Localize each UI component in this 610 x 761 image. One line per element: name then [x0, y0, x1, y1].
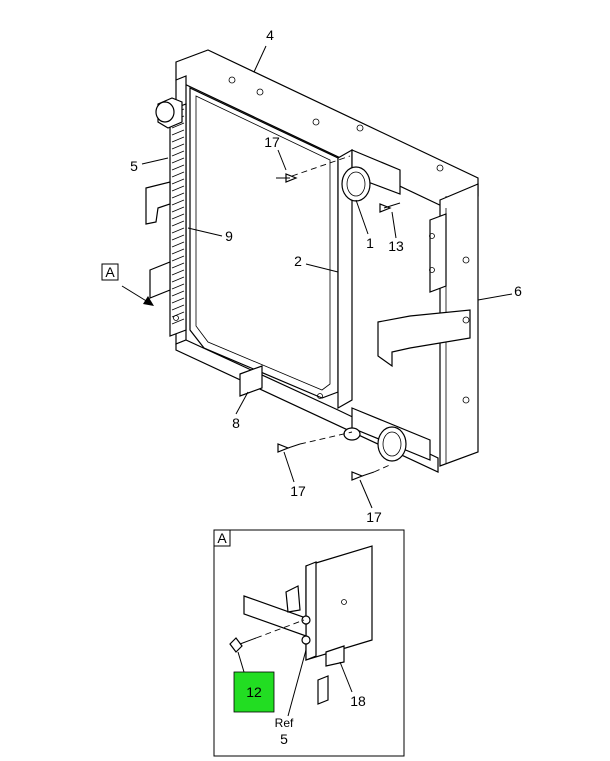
lower-hose-outlet	[343, 407, 431, 462]
ref-label: Ref	[275, 716, 294, 730]
left-lower-bracket	[149, 261, 171, 299]
bolt-17-top	[276, 155, 351, 183]
callout-4: 4	[266, 27, 274, 43]
callout-5: 5	[130, 158, 138, 174]
leader-lines-main	[141, 45, 513, 509]
inlet-pipe	[155, 97, 183, 129]
left-upper-bracket	[145, 181, 171, 225]
radiator-assembly	[145, 49, 479, 473]
right-upper-plate	[429, 213, 447, 293]
callout-2: 2	[294, 253, 302, 269]
radiator-core	[169, 103, 187, 337]
callout-12: 12	[246, 684, 262, 700]
bolt-17-mid	[277, 431, 353, 453]
view-a-label: A	[105, 264, 115, 280]
callout-13: 13	[388, 238, 404, 254]
callout-5-ref: 5	[280, 731, 288, 747]
callout-18: 18	[350, 693, 366, 709]
view-a-indicator: A	[101, 263, 154, 306]
upper-hose-outlet	[341, 149, 401, 202]
bottom-bracket	[239, 365, 263, 397]
frame-bolts	[173, 76, 470, 404]
detail-bolt-12	[229, 619, 305, 653]
detail-view-a: A 12 Ref 5 18	[213, 529, 405, 757]
callout-9: 9	[225, 228, 233, 244]
callout-8: 8	[232, 415, 240, 431]
right-mount-bracket	[377, 309, 471, 368]
center-rail	[337, 148, 353, 410]
bolt-17-bot	[351, 463, 393, 481]
callout-12-highlight	[233, 671, 275, 713]
callout-17-bot: 17	[366, 509, 382, 525]
callout-17-top: 17	[264, 134, 280, 150]
callout-1: 1	[366, 235, 374, 251]
callout-17-mid: 17	[290, 483, 306, 499]
callout-6: 6	[514, 283, 522, 299]
bolt-13	[379, 202, 401, 213]
detail-view-label: A	[217, 530, 227, 546]
detail-clip-18	[317, 645, 345, 705]
